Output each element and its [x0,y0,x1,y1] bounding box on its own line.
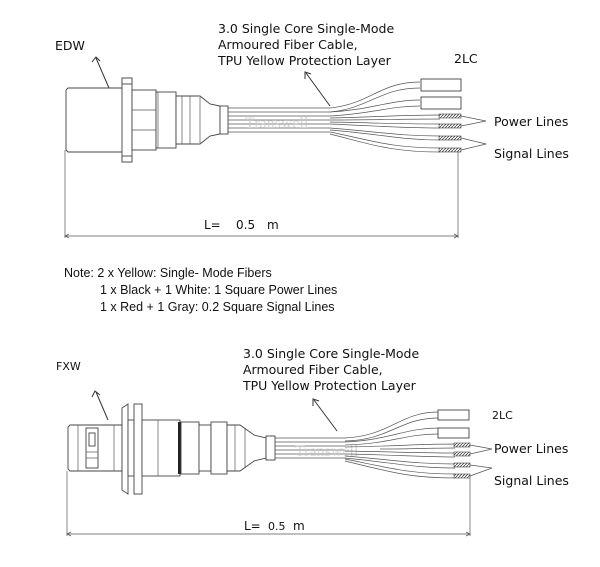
fxw-pointer-arrow [95,391,109,421]
edw-power-leader [460,115,487,127]
fxw-lc-terminal-1 [437,409,470,421]
fxw-cable-description: 3.0 Single Core Single-Mode Armoured Fib… [242,346,423,393]
edw-arrowhead-icon [91,56,101,63]
edw-connector-body [65,77,229,163]
fxw-watermark: Transwell [295,443,359,460]
note-block: Note: 2 x Yellow: Single- Mode Fibers 1 … [64,266,337,314]
fxw-signal-wire-tip-1 [453,462,471,468]
fxw-diagram: FXW 3.0 Single Core Single-Mode Armoured… [56,346,569,537]
edw-length-prefix: L= [204,218,221,232]
fxw-power-lines-label: Power Lines [494,441,568,456]
fxw-lc-terminal-2 [437,427,470,439]
edw-2lc-label: 2LC [454,51,478,66]
fxw-power-wire-tip-1 [453,442,471,448]
edw-signal-wire-tip-2 [438,147,462,153]
fxw-length-value: 0.5 [268,520,286,533]
fxw-cable-bundle: Transwell [275,411,456,479]
fxw-signal-lines-label: Signal Lines [494,473,569,488]
fxw-connector-body [67,403,276,495]
edw-cable-description: 3.0 Single Core Single-Mode Armoured Fib… [217,21,398,68]
edw-power-wire-tip-2 [438,123,462,129]
fxw-length-dimension [66,471,471,537]
note-line-1: Note: 2 x Yellow: Single- Mode Fibers [64,266,272,280]
edw-power-wire-tip-1 [438,113,462,119]
fxw-arrowhead-icon [91,390,101,398]
fxw-signal-wire-tip-2 [453,473,471,479]
edw-connector-label: EDW [55,38,85,53]
edw-signal-lines-label: Signal Lines [494,146,569,161]
edw-length-unit: m [267,218,279,232]
fxw-cable-pointer [313,399,338,432]
fxw-power-leader [469,444,493,455]
edw-length-value: 0.5 [236,218,255,232]
fxw-power-wire-tip-2 [453,451,471,457]
fxw-signal-leader [469,464,493,477]
edw-power-lines-label: Power Lines [494,114,568,129]
fxw-2lc-label: 2LC [492,409,513,422]
note-line-3: 1 x Red + 1 Gray: 0.2 Square Signal Line… [100,300,335,314]
edw-cable-bundle: Transwell [228,81,441,153]
edw-cable-pointer [305,72,331,107]
fxw-length-prefix: L= [244,519,261,533]
edw-signal-leader [460,137,487,151]
edw-lc-terminal-2 [420,96,462,110]
edw-diagram: EDW 3.0 Single Core Single-Mode Armoured… [55,21,569,239]
fxw-connector-label: FXW [56,360,81,373]
edw-signal-wire-tip-1 [438,135,462,141]
edw-pointer-arrow [95,57,110,89]
edw-lc-terminal-1 [420,78,462,92]
edw-watermark: Transwell [245,115,309,132]
fxw-length-unit: m [293,519,305,533]
note-line-2: 1 x Black + 1 White: 1 Square Power Line… [100,283,337,297]
edw-length-dimension [64,150,459,239]
